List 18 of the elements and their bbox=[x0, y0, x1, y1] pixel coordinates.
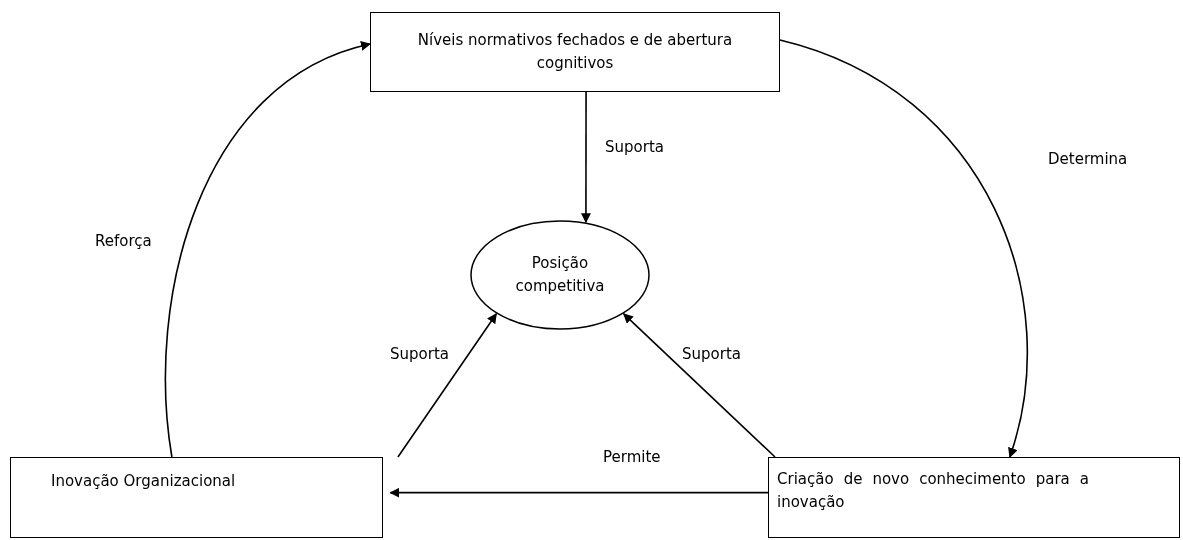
node-text: Níveis normativos fechados e de abertura cognitivos bbox=[416, 29, 734, 74]
arrow bbox=[389, 487, 769, 498]
node-text: Criação de novo conhecimento para a inovação bbox=[777, 469, 1089, 514]
edge-label: Reforça bbox=[95, 232, 152, 250]
process-box bbox=[370, 12, 780, 92]
arrow bbox=[397, 313, 498, 458]
arrow bbox=[622, 313, 776, 458]
arrow bbox=[164, 41, 371, 458]
process-box bbox=[768, 457, 1180, 538]
node-text: Inovação Organizacional bbox=[51, 471, 237, 492]
arrow bbox=[580, 91, 591, 224]
arrow bbox=[779, 39, 1028, 458]
process-box bbox=[10, 457, 383, 538]
edge-label: Suporta bbox=[605, 138, 664, 156]
node-text: Posição competitiva bbox=[514, 252, 606, 297]
ellipse-node bbox=[470, 220, 650, 330]
edge-label: Suporta bbox=[682, 345, 741, 363]
edge-label: Suporta bbox=[390, 345, 449, 363]
